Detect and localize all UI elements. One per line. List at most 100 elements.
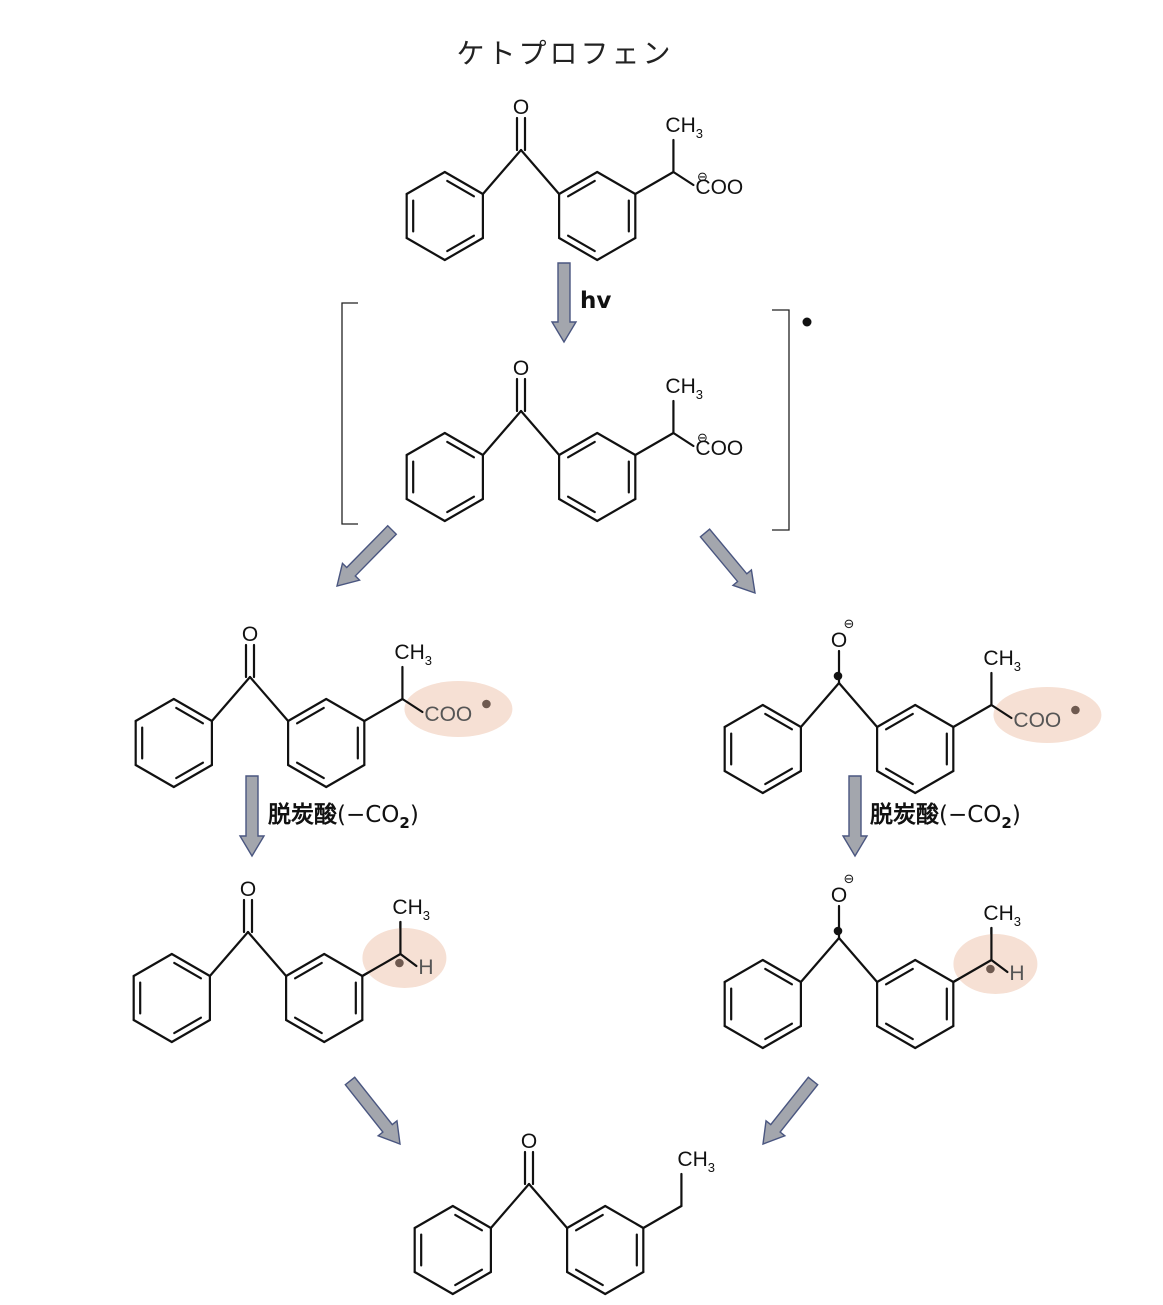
carboxyl-radical-dot — [482, 699, 491, 709]
carbonyl-left-bond — [799, 936, 841, 984]
benzoyl-ring-bond — [566, 1270, 607, 1296]
benzoyl-ring-double-bond — [574, 1268, 604, 1287]
minus-charge: ⊖ — [844, 617, 855, 632]
step-labels: hv 脱炭酸(−CO2) 脱炭酸(−CO2) — [268, 288, 1021, 832]
oxygen-label: O — [242, 623, 258, 646]
benzoyl-ring-bond — [285, 952, 326, 978]
phenyl-ring-bond — [134, 763, 175, 789]
phenyl-ring-bond — [761, 703, 802, 729]
carbon-radical-dot — [395, 958, 404, 968]
benzoyl-ring-bond — [287, 763, 328, 789]
alpha-bond — [634, 170, 675, 196]
phenyl-ring-bond — [443, 170, 484, 196]
radical-bracket — [341, 302, 812, 531]
phenyl-ring-bond — [723, 769, 764, 795]
benzoyl-ring-bond — [876, 703, 917, 729]
minus-charge: ⊖ — [844, 872, 855, 887]
arrow-to-product-left — [344, 1076, 401, 1146]
benzoyl-ring-double-bond — [293, 961, 323, 980]
phenyl-ring-double-bond — [454, 1213, 484, 1232]
carboxyl-bond — [990, 703, 1013, 720]
phenyl-ring-bond — [405, 236, 446, 262]
phenyl-ring-bond — [451, 1204, 492, 1230]
phenyl-ring-bond — [413, 1204, 454, 1230]
benzoyl-ring-bond — [914, 769, 955, 795]
oxygen-label: O — [513, 96, 529, 119]
carboxylate-label: COO — [424, 703, 472, 726]
carbonyl-left-bond — [489, 1182, 531, 1230]
minus-charge: ⊖ — [697, 170, 708, 185]
phenyl-ring-bond — [761, 1024, 802, 1050]
carbonyl-left-bond — [208, 930, 250, 978]
carboxylate-label: COO — [1013, 709, 1061, 732]
phenyl-ring-bond — [443, 431, 484, 457]
phenyl-ring-bond — [451, 1270, 492, 1296]
benzoyl-ring-bond — [323, 952, 364, 978]
ethylbenzophenone-product: O CH3 — [413, 1130, 715, 1296]
phenyl-ring-bond — [723, 958, 764, 984]
svg-text:脱炭酸(−CO2): 脱炭酸(−CO2) — [268, 801, 419, 832]
alpha-bond — [952, 703, 993, 729]
decarboxylation-arrow-right — [841, 775, 869, 858]
radical-highlight — [993, 687, 1102, 743]
oxygen-label: O — [521, 1130, 537, 1153]
phenyl-ring-double-bond — [446, 179, 476, 198]
carbonyl-right-bond — [837, 936, 879, 984]
phenyl-ring-double-bond — [764, 712, 794, 731]
benzoyl-ring-bond — [323, 1018, 364, 1044]
benzoyl-ring-bond — [914, 958, 955, 984]
phenyl-ring-bond — [723, 703, 764, 729]
benzoyl-ring-double-bond — [884, 1022, 914, 1041]
c-h-bond — [990, 958, 1009, 974]
molecules: OCH3COO⊖OCH3COO⊖OCH3COOO⊖CH3COOOCH3HO⊖CH… — [132, 96, 1102, 1296]
phenyl-ring-double-bond — [764, 967, 794, 986]
phenyl-ring-double-bond — [446, 440, 476, 459]
benzoyl-ring-bond — [604, 1270, 645, 1296]
phenyl-ring-bond — [132, 952, 173, 978]
svg-text:脱炭酸(−CO2): 脱炭酸(−CO2) — [870, 801, 1021, 832]
benzoyl-ring-double-bond — [293, 1016, 323, 1035]
phenyl-ring-double-bond — [764, 1022, 794, 1041]
phenyl-ring-bond — [761, 769, 802, 795]
benzoyl-ring-bond — [596, 497, 637, 523]
methyl-label: CH3 — [394, 641, 432, 668]
decarboxylation-label-right: 脱炭酸(−CO2) — [870, 801, 1021, 832]
benzoyl-ring-bond — [566, 1204, 607, 1230]
phenyl-ring-bond — [413, 1270, 454, 1296]
alpha-bond — [363, 697, 404, 723]
ketyl-radical-dot — [833, 671, 843, 681]
phenyl-ring-bond — [405, 431, 446, 457]
carbonyl-right-bond — [527, 1182, 569, 1230]
c-h-bond — [399, 952, 418, 968]
ethyl-bond — [642, 1204, 683, 1230]
photo-arrow — [550, 262, 578, 344]
carbonyl-right-bond — [837, 681, 879, 729]
reaction-arrows — [238, 262, 869, 1146]
arrow-to-left-radical — [336, 524, 398, 587]
carbonyl-right-bond — [248, 675, 290, 723]
phenyl-ring-bond — [443, 497, 484, 523]
benzoyl-ring-bond — [558, 497, 599, 523]
phenyl-ring-bond — [443, 236, 484, 262]
benzoyl-ring-bond — [558, 170, 599, 196]
methyl-label: CH3 — [665, 114, 703, 141]
phenyl-ring-bond — [405, 170, 446, 196]
carbonyl-right-bond — [519, 148, 561, 196]
methyl-label: CH3 — [677, 1148, 715, 1175]
hydrogen-label: H — [418, 956, 433, 979]
hydrogen-label: H — [1009, 962, 1024, 985]
oxygen-label: O — [240, 878, 256, 901]
carboxyl-bond — [672, 431, 695, 448]
decarboxylation-label-left: 脱炭酸(−CO2) — [268, 801, 419, 832]
oxygen-label: O — [831, 884, 847, 907]
methyl-label: CH3 — [665, 375, 703, 402]
carboxyl-radical-dot — [1071, 705, 1080, 715]
carbonyl-left-bond — [481, 409, 523, 457]
carboxylate-label: COO — [695, 437, 743, 460]
oxygen-label: O — [513, 357, 529, 380]
carboxyl-bond — [401, 697, 424, 714]
phenyl-ring-bond — [170, 1018, 211, 1044]
